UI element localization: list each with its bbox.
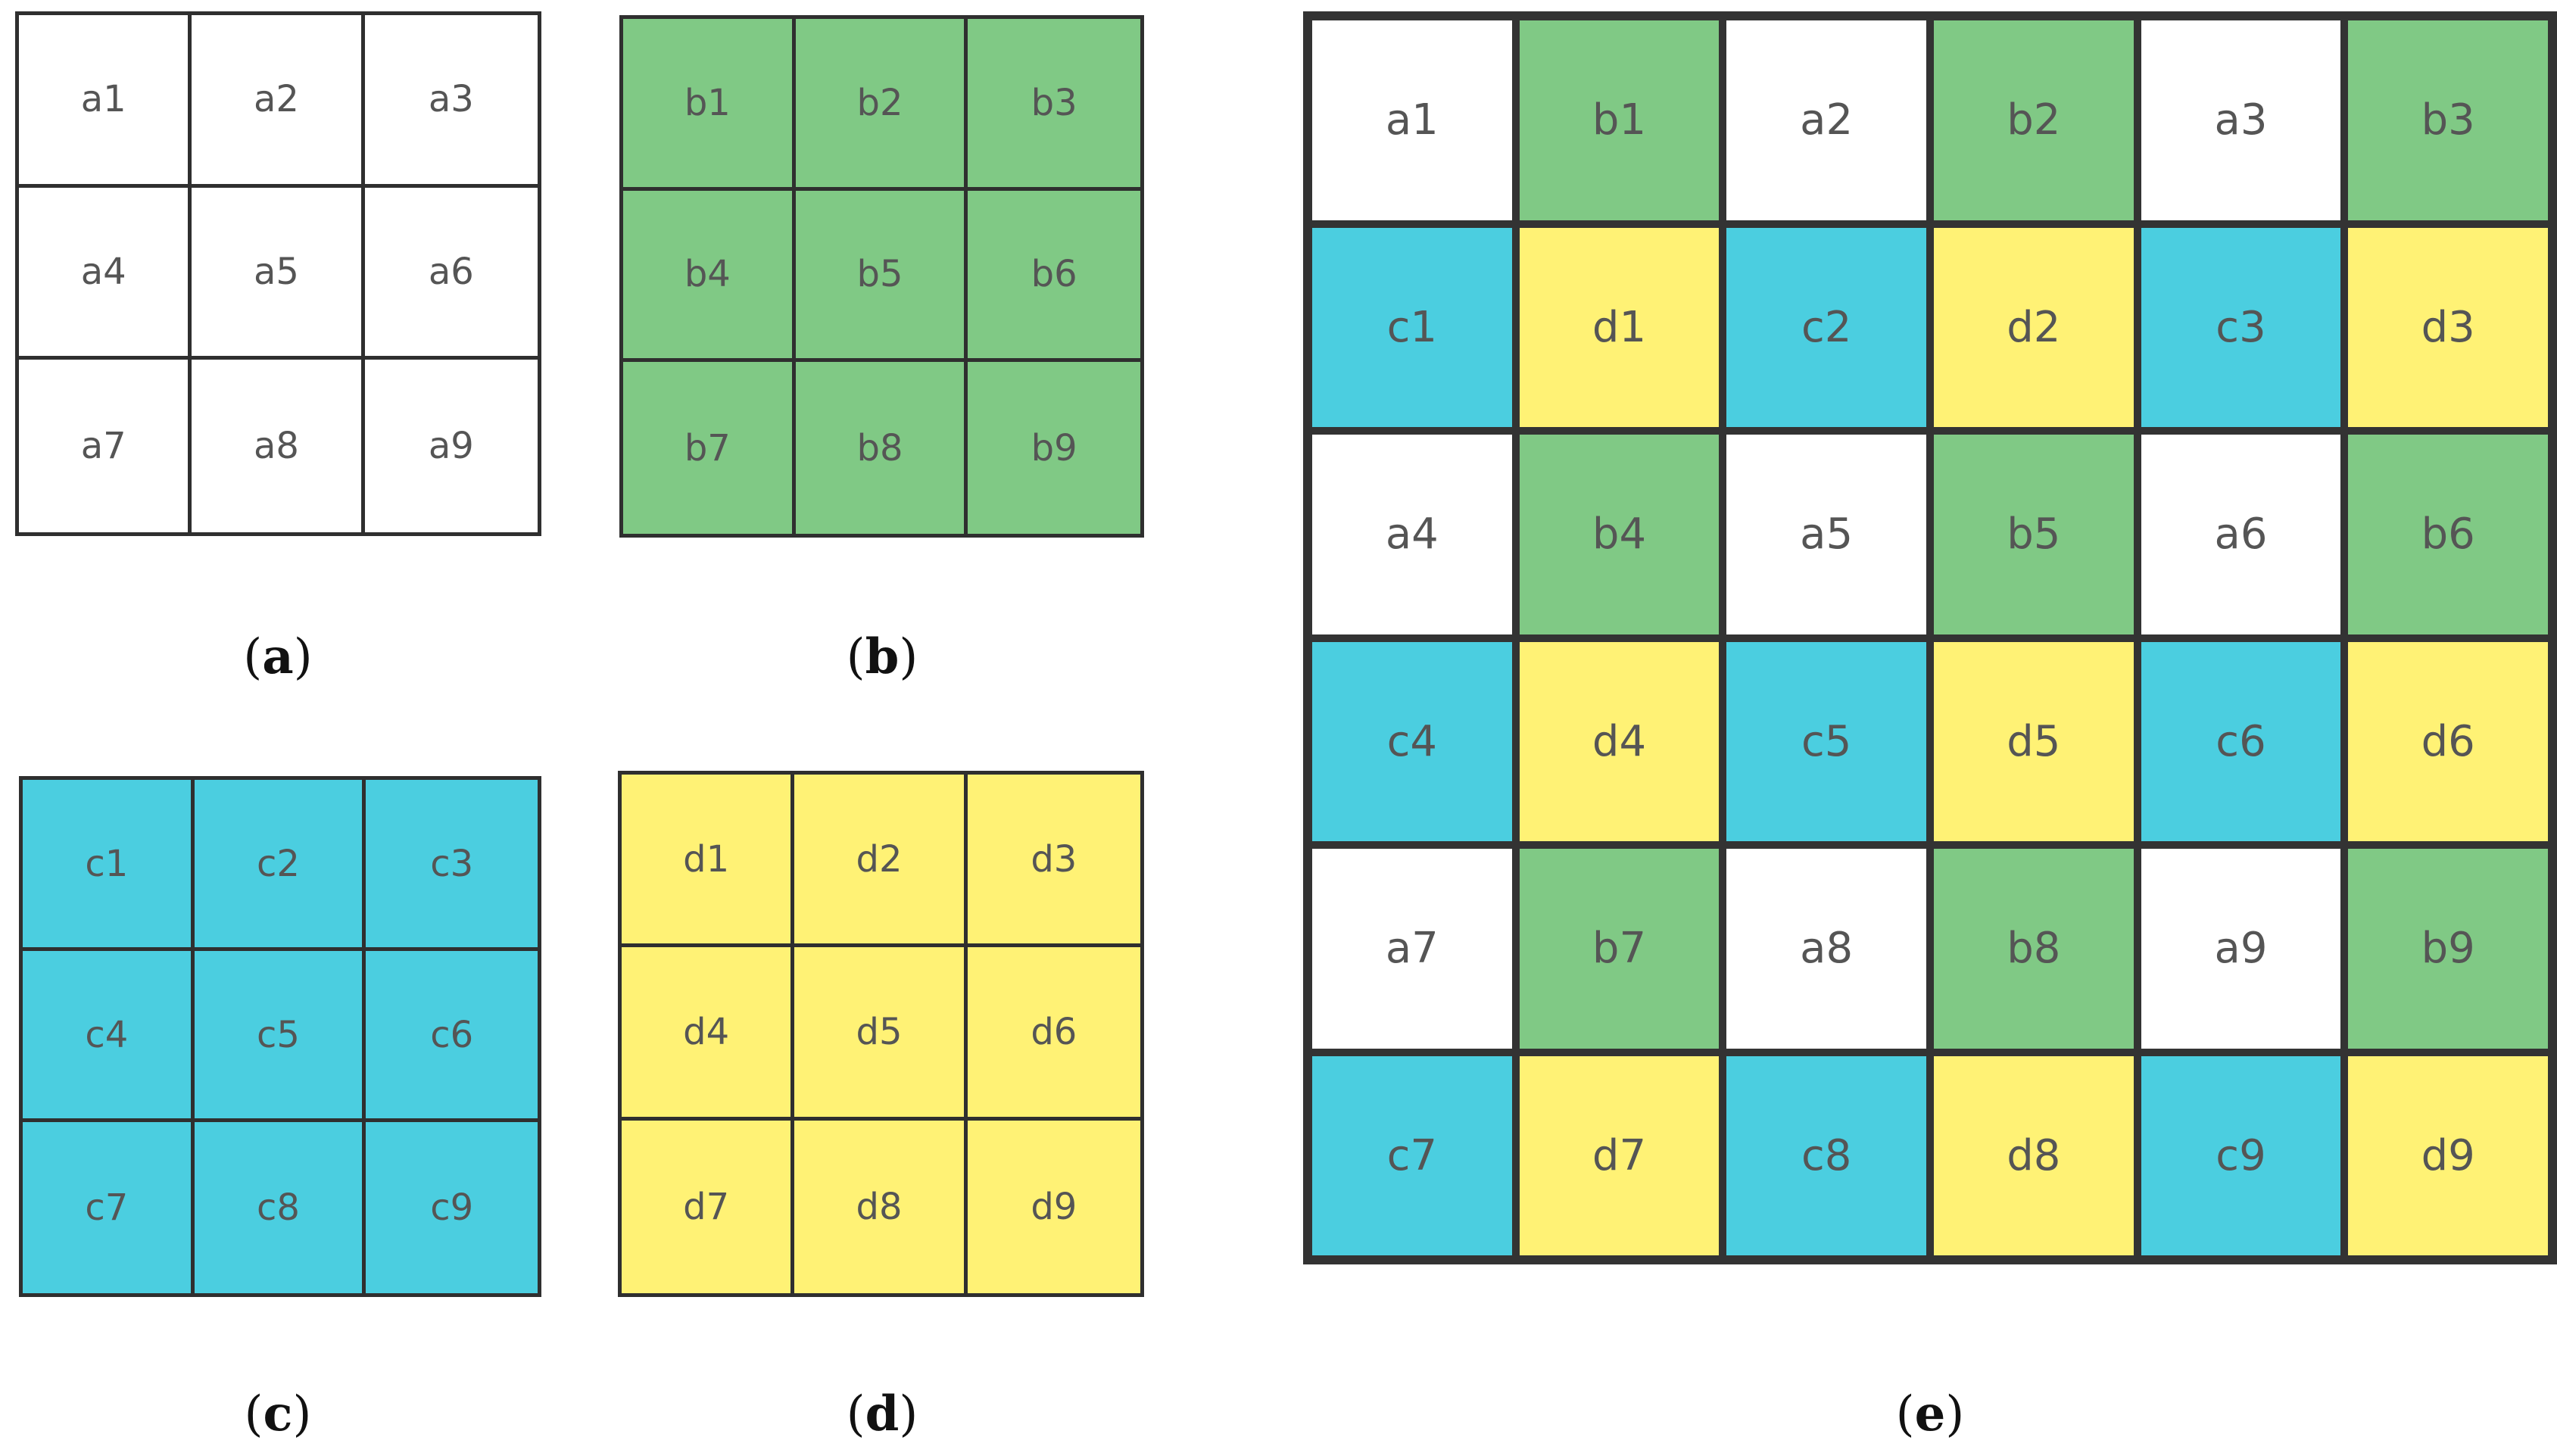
caption-b-letter: b <box>865 628 900 685</box>
combined-grid-cell: b3 <box>2348 20 2548 220</box>
caption-e: (e) <box>1895 1386 1965 1442</box>
grid-cell: d7 <box>622 1120 795 1293</box>
combined-grid-cell: a2 <box>1726 20 1926 220</box>
combined-grid-cell: c2 <box>1726 227 1926 427</box>
grid-cell: c5 <box>194 951 366 1122</box>
combined-grid-cell: a5 <box>1726 435 1926 634</box>
grid-cell: a3 <box>364 15 538 188</box>
grid-cell: b8 <box>796 362 968 534</box>
caption-d-letter: d <box>865 1386 900 1442</box>
grid-cell: a2 <box>192 15 365 188</box>
grid-cell: d4 <box>622 947 795 1121</box>
combined-grid-cell: b1 <box>1519 20 1720 220</box>
grid-cell: b7 <box>623 362 796 534</box>
combined-grid-cell: b6 <box>2348 435 2548 634</box>
combined-grid-cell: b5 <box>1933 435 2134 634</box>
grid-cell: c2 <box>194 780 366 951</box>
grid-cell: c8 <box>195 1122 366 1293</box>
caption-c: (c) <box>244 1386 312 1442</box>
combined-grid-cell: c1 <box>1312 227 1512 427</box>
combined-grid-cell: d7 <box>1519 1055 1720 1255</box>
grid-cell: d1 <box>622 775 795 948</box>
combined-grid-cell: d2 <box>1933 227 2134 427</box>
combined-grid-cell: a8 <box>1726 849 1926 1049</box>
combined-grid-cell: a3 <box>2141 20 2341 220</box>
caption-a: (a) <box>243 628 313 685</box>
combined-grid-cell: a9 <box>2141 849 2341 1049</box>
combined-grid-cell: d3 <box>2348 227 2548 427</box>
grid-cell: b1 <box>623 19 796 191</box>
grid-cell: a6 <box>364 188 538 360</box>
grid-cell: b5 <box>795 190 968 363</box>
combined-grid-cell: b8 <box>1933 849 2134 1049</box>
caption-b: (b) <box>846 628 918 685</box>
grid-cell: c9 <box>430 1186 474 1229</box>
combined-grid-cell: a6 <box>2141 435 2341 634</box>
combined-grid-cell: d8 <box>1933 1055 2134 1255</box>
combined-grid-cell: c6 <box>2141 641 2341 841</box>
grid-cell: c4 <box>23 951 195 1122</box>
combined-grid-cell: b9 <box>2348 849 2548 1049</box>
combined-grid-cell: c3 <box>2141 227 2341 427</box>
caption-c-letter: c <box>263 1386 293 1442</box>
combined-grid-cell: c7 <box>1312 1055 1512 1255</box>
combined-grid-cell: d9 <box>2348 1055 2548 1255</box>
combined-grid-cell: d4 <box>1519 641 1720 841</box>
combined-grid-cell: a7 <box>1312 849 1512 1049</box>
grid-cell: a4 <box>19 187 192 360</box>
grid-cell: b3 <box>968 19 1140 191</box>
combined-grid-cell: c4 <box>1312 641 1512 841</box>
grid-cell: b6 <box>968 191 1140 363</box>
grid-cell: c1 <box>23 780 195 951</box>
grid-cell: a9 <box>428 425 474 468</box>
grid-cell: d5 <box>794 947 968 1121</box>
grid-cell: a5 <box>192 187 365 360</box>
combined-grid-cell: a4 <box>1312 435 1512 634</box>
grid-cell: b4 <box>623 190 796 363</box>
combined-grid-cell: a1 <box>1312 20 1512 220</box>
combined-grid-cell: d5 <box>1933 641 2134 841</box>
combined-grid-cell: c5 <box>1726 641 1926 841</box>
grid-cell: d6 <box>967 947 1140 1121</box>
grid-cell: d2 <box>794 775 968 948</box>
grid-cell: d8 <box>794 1120 968 1293</box>
combined-grid-cell: c9 <box>2141 1055 2341 1255</box>
grid-cell: c6 <box>366 951 538 1122</box>
grid-cell: b9 <box>1031 426 1077 469</box>
grid-cell: b2 <box>795 19 968 191</box>
combined-grid-cell: b4 <box>1519 435 1720 634</box>
grid-cell: c7 <box>23 1122 195 1293</box>
combined-grid-cell: d1 <box>1519 227 1720 427</box>
combined-grid-cell: c8 <box>1726 1055 1926 1255</box>
grid-cell: c3 <box>366 780 538 951</box>
combined-grid-cell: d6 <box>2348 641 2548 841</box>
combined-grid-cell: b7 <box>1519 849 1720 1049</box>
caption-d: (d) <box>846 1386 918 1442</box>
caption-e-letter: e <box>1914 1386 1946 1442</box>
combined-grid-cell: b2 <box>1933 20 2134 220</box>
grid-cell: a8 <box>192 360 365 532</box>
caption-a-letter: a <box>262 628 294 685</box>
grid-cell: d3 <box>967 775 1140 948</box>
grid-cell: a7 <box>19 360 192 532</box>
grid-cell: d9 <box>1031 1185 1077 1228</box>
grid-cell: a1 <box>19 15 192 188</box>
